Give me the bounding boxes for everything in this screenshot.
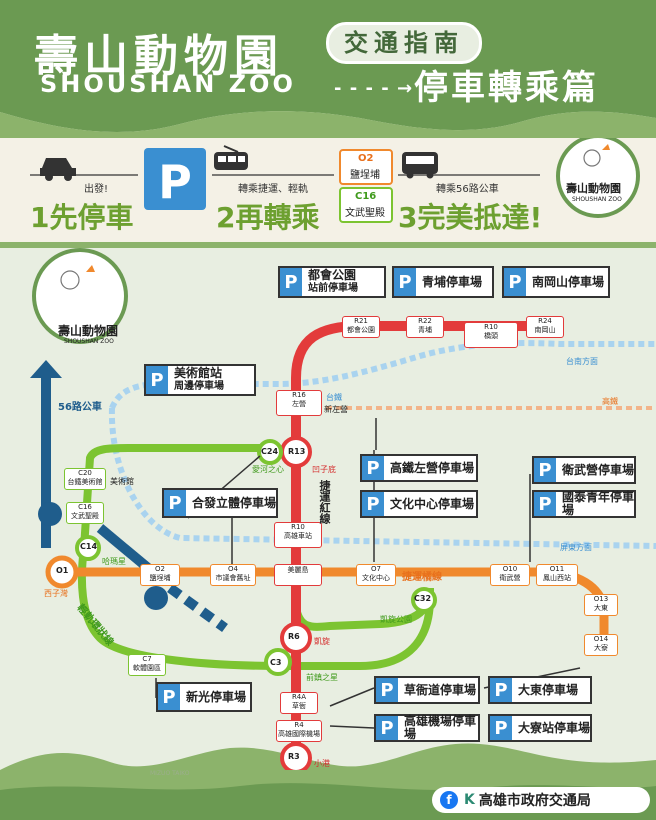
depart-label: 出發! bbox=[84, 184, 109, 195]
station-r3-name: 小港 bbox=[314, 759, 330, 768]
station-r13-name: 凹子底 bbox=[312, 465, 336, 474]
step-2: 2再轉乘 bbox=[216, 201, 320, 234]
station-c24-name: 愛河之心 bbox=[252, 465, 284, 474]
map-logo-en: SHOUSHAN ZOO bbox=[64, 338, 114, 345]
facebook-icon[interactable]: f bbox=[440, 791, 458, 809]
guide-subtitle: 停車轉乘篇 bbox=[414, 68, 599, 108]
step-logo-zh: 壽山動物園 bbox=[566, 182, 621, 195]
map-logo-zh: 壽山動物園 bbox=[58, 324, 119, 338]
step-station-c16-code: C16 bbox=[355, 191, 377, 202]
station-c14: C14 bbox=[80, 542, 98, 551]
zoo-logo-icon bbox=[556, 138, 640, 218]
step-logo-en: SHOUSHAN ZOO bbox=[572, 196, 622, 203]
footer-badge: f K 高雄市政府交通局 bbox=[432, 787, 650, 813]
page-title: 壽山動物園 bbox=[34, 31, 284, 82]
header-band bbox=[0, 0, 656, 133]
bus-stop-icon bbox=[38, 502, 62, 526]
station-r3: R3 bbox=[288, 752, 300, 761]
steps-band bbox=[0, 138, 656, 242]
page-title-en: SHOUSHAN ZOO bbox=[40, 70, 296, 98]
new-zuoying-label: 新左營 bbox=[324, 405, 348, 414]
pingtung-direction: 屏東方面 bbox=[560, 543, 592, 552]
red-line-label: 捷運紅線 bbox=[318, 480, 331, 524]
transfer-bus-label: 轉乘56路公車 bbox=[436, 184, 499, 195]
bus-stop-icon-2 bbox=[144, 586, 168, 610]
station-c20-name: 美術館 bbox=[110, 477, 134, 486]
parking-icon bbox=[144, 148, 206, 210]
org-name: 高雄市政府交通局 bbox=[478, 793, 591, 809]
steps-graphics: P bbox=[30, 138, 640, 223]
station-r6: R6 bbox=[288, 632, 300, 641]
tainan-direction: 台南方面 bbox=[566, 357, 598, 366]
station-c3: C3 bbox=[270, 658, 282, 667]
station-c32-name: 凱旋公園 bbox=[380, 615, 412, 624]
header-band-light bbox=[0, 111, 656, 140]
step-3: 3完美抵達! bbox=[398, 201, 543, 234]
station-c3-name: 前鎮之星 bbox=[306, 673, 338, 682]
station-o1: O1 bbox=[56, 566, 69, 575]
hsr-label: 高鐵 bbox=[602, 397, 618, 406]
station-c14-name: 哈瑪星 bbox=[102, 557, 126, 566]
credit: MIZUO TAIKO bbox=[150, 770, 190, 777]
transport-bureau-logo-icon: K bbox=[464, 792, 475, 808]
transfer-rail-label: 轉乘捷運、輕軌 bbox=[238, 184, 308, 195]
railway-line-south bbox=[108, 407, 656, 549]
guide-label: 交通指南 bbox=[326, 22, 482, 64]
bus-56-label: 56路公車 bbox=[58, 402, 102, 413]
step-1: 1先停車 bbox=[30, 201, 134, 234]
step-station-c16-name: 文武聖殿 bbox=[345, 208, 385, 219]
arrow-icon: - - - - → bbox=[334, 78, 414, 99]
car-icon bbox=[40, 158, 76, 181]
rail-label: 台鐵 bbox=[326, 393, 342, 402]
map-zoo-logo-icon bbox=[32, 248, 128, 344]
orange-line-label: 捷運橘線 bbox=[402, 572, 442, 583]
station-r13: R13 bbox=[288, 447, 306, 456]
station-r6-name: 凱旋 bbox=[314, 637, 330, 646]
step-station-o2-name: 鹽埕埔 bbox=[350, 170, 380, 181]
train-icon bbox=[214, 145, 248, 170]
step-station-o2-code: O2 bbox=[358, 153, 374, 164]
station-o1-name: 西子灣 bbox=[44, 589, 68, 598]
station-c32: C32 bbox=[414, 594, 432, 603]
station-r11: 美麗島 bbox=[274, 564, 322, 586]
svg-text:P: P bbox=[158, 155, 192, 209]
station-c24: C24 bbox=[261, 447, 279, 456]
